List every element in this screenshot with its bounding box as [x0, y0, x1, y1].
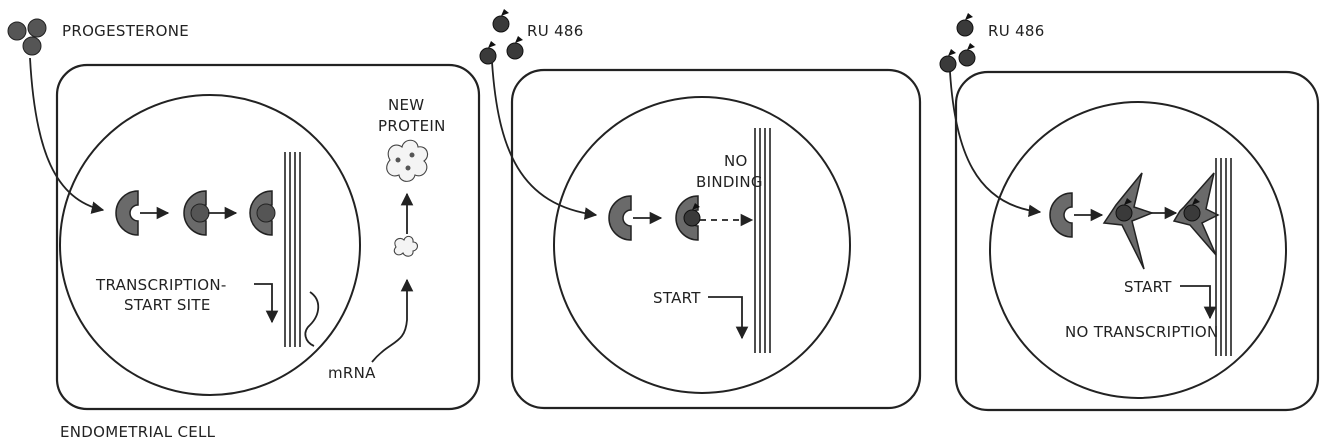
no-transcription-label: NO TRANSCRIPTION — [1065, 323, 1219, 341]
ru486-molecules-icon — [480, 9, 523, 64]
entry-arrow — [30, 58, 103, 210]
progesterone-label: PROGESTERONE — [62, 22, 189, 40]
start-label: START — [1124, 278, 1172, 296]
mrna-label: mRNA — [328, 364, 376, 382]
nucleus — [60, 95, 360, 395]
bound-receptor-icon — [184, 191, 209, 235]
panel-ru486-no-transcription: RU 486 START NO TRANSCRIPTIO — [940, 13, 1318, 410]
drug-bound-receptor-icon — [676, 196, 700, 240]
tss-label-line1: TRANSCRIPTION- — [95, 276, 227, 294]
endometrial-cell-label: ENDOMETRIAL CELL — [60, 423, 216, 441]
no-binding-label-line2: BINDING — [696, 173, 763, 191]
dna-icon — [755, 128, 770, 353]
nascent-protein-icon — [394, 236, 417, 256]
ru486-label: RU 486 — [988, 22, 1045, 40]
dna-icon — [285, 152, 300, 347]
new-protein-label-line1: NEW — [388, 96, 424, 114]
progesterone-molecules-icon — [8, 19, 46, 55]
mrna-strand — [305, 292, 318, 346]
new-protein-label-line2: PROTEIN — [378, 117, 446, 135]
tss-label-line2: START SITE — [124, 296, 211, 314]
start-arrow — [708, 297, 742, 338]
receptor-icon — [1050, 193, 1072, 237]
cell — [512, 70, 920, 408]
start-label: START — [653, 289, 701, 307]
mrna-export-arrow — [372, 280, 407, 362]
start-arrow — [1180, 286, 1210, 318]
ru486-label: RU 486 — [527, 22, 584, 40]
entry-arrow — [492, 62, 596, 215]
nucleus — [554, 97, 850, 393]
ru486-molecules-icon — [940, 13, 975, 72]
new-protein-icon — [387, 140, 428, 181]
panel-progesterone: PROGESTERONE TRANSCRIPT — [8, 19, 479, 441]
start-arrow — [254, 284, 272, 322]
no-binding-label-line1: NO — [724, 152, 748, 170]
distorted-receptor-at-dna-icon — [1174, 173, 1218, 255]
receptor-icon — [116, 191, 138, 235]
entry-arrow — [950, 72, 1040, 212]
panel-ru486-no-binding: RU 486 NO BINDING START — [480, 9, 920, 408]
distorted-receptor-icon — [1104, 173, 1152, 269]
dna-bound-receptor-icon — [250, 191, 275, 235]
receptor-icon — [609, 196, 631, 240]
